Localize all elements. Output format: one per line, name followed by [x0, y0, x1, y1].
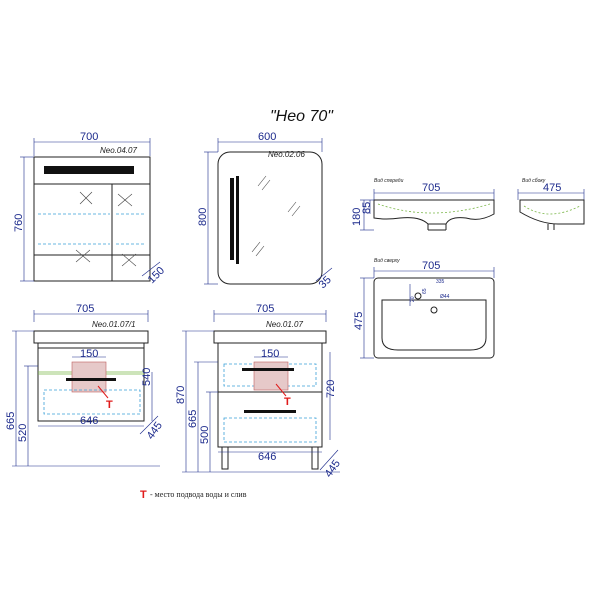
cabinet-drawer-depth-label: 445: [145, 420, 165, 442]
cabinet-drawer-water-marker: Т: [106, 399, 113, 411]
cabinet-drawer-handle: [66, 378, 116, 381]
sink-side-width-label: 475: [543, 182, 561, 194]
cabinet-legs-hidden-lower: [223, 417, 317, 443]
sink-top-bowl: [381, 299, 487, 351]
sink-top-d1-label: 20: [410, 296, 416, 302]
cabinet-drawer-height-top-label: 540: [141, 368, 153, 386]
cabinet-legs-body: [217, 342, 323, 448]
cabinet-legs-height-lower-label: 500: [199, 426, 211, 444]
cabinet-legs-leg-left: [221, 446, 229, 470]
legend-mark: Т: [140, 489, 147, 501]
sink-front-height-bowl-label: 85: [361, 202, 373, 214]
sink-top-d3-label: 335: [436, 279, 445, 285]
cabinet-drawer-height-total-label: 665: [5, 412, 17, 430]
cabinet-legs-handle-upper: [242, 368, 294, 371]
sink-front-width-label: 705: [422, 182, 440, 194]
mirror-view: 600 Neo.02.06 800 35: [197, 131, 334, 291]
mirror-height-label: 800: [197, 208, 209, 226]
mirror-light-strip: [230, 178, 234, 260]
mirror-width-label: 600: [258, 131, 276, 143]
mirror-depth-label: 35: [317, 274, 334, 291]
drawing-title: "Нео 70": [270, 108, 334, 125]
cabinet-legs-water-marker: Т: [284, 396, 291, 408]
sink-side-view: Вид сбоку 475: [517, 178, 585, 230]
sink-top-d4-label: Ø44: [440, 294, 450, 300]
legend-text: - место подвода воды и слив: [150, 490, 247, 499]
mirror-cabinet-view: 700 Neo.04.07 760 150: [13, 131, 167, 286]
cabinet-drawer-inner-width-label: 646: [80, 415, 98, 427]
mirror-light-strip-2: [236, 176, 239, 264]
cabinet-drawer-hidden-drawer: [43, 389, 141, 415]
cabinet-drawer-model-label: Neo.01.07/1: [92, 320, 136, 329]
cabinet-legs-width-label: 705: [256, 303, 274, 315]
cabinet-legs-handle-lower: [244, 410, 296, 413]
sink-front-view: Вид спереди 705 180 85: [351, 178, 495, 231]
mirror-cabinet-body: [33, 156, 151, 282]
cabinet-legs-utility-label: 150: [261, 348, 279, 360]
sink-front-view-label: Вид спереди: [374, 178, 404, 184]
cabinet-drawer-top: [33, 330, 149, 344]
cabinet-legs-model-label: Neo.01.07: [266, 320, 303, 329]
legend: Т - место подвода воды и слив: [140, 489, 247, 501]
cabinet-drawer-utility-zone: [71, 361, 107, 393]
sink-top-outline: [373, 277, 495, 359]
sink-top-view: Вид сверху 705 20 65 335 Ø44 475: [353, 258, 495, 359]
sink-front-outline: [373, 199, 495, 225]
sink-top-width-label: 705: [422, 260, 440, 272]
mirror-cabinet-width-label: 700: [80, 131, 98, 143]
cabinet-drawer-utility-label: 150: [80, 348, 98, 360]
sink-side-outline: [519, 199, 585, 225]
sink-side-view-label: Вид сбоку: [522, 178, 546, 184]
mirror-cabinet-model-label: Neo.04.07: [100, 146, 137, 155]
cabinet-legs-leg-right: [311, 446, 319, 470]
mirror-model-label: Neo.02.06: [268, 150, 305, 159]
cabinet-legs-inner-width-label: 646: [258, 451, 276, 463]
cabinet-drawer-view: 705 Neo.01.07/1 150 Т 646 540 445 665 52…: [5, 303, 165, 467]
cabinet-legs-depth-label: 445: [323, 458, 343, 480]
cabinet-legs-utility-zone: [253, 361, 289, 391]
cabinet-legs-height-total-label: 870: [175, 386, 187, 404]
sink-top-view-label: Вид сверху: [374, 258, 400, 264]
mirror-body: [217, 151, 323, 285]
cabinet-drawer-height-body-label: 520: [17, 424, 29, 442]
sink-top-depth-label: 475: [353, 312, 365, 330]
cabinet-legs-view: 705 Neo.01.07 150 Т 646 720 445 870 665 …: [175, 303, 343, 480]
sink-top-d2-label: 65: [422, 288, 428, 294]
mirror-cabinet-depth-label: 150: [146, 265, 167, 286]
mirror-cabinet-light: [44, 166, 134, 174]
cabinet-drawer-body: [37, 342, 145, 422]
cabinet-drawer-width-label: 705: [76, 303, 94, 315]
cabinet-legs-top: [213, 330, 327, 344]
sink-front-height-total-label: 180: [351, 208, 363, 226]
mirror-cabinet-height-label: 760: [13, 214, 25, 232]
cabinet-legs-height-body-label: 665: [187, 410, 199, 428]
cabinet-legs-height-top-label: 720: [325, 380, 337, 398]
